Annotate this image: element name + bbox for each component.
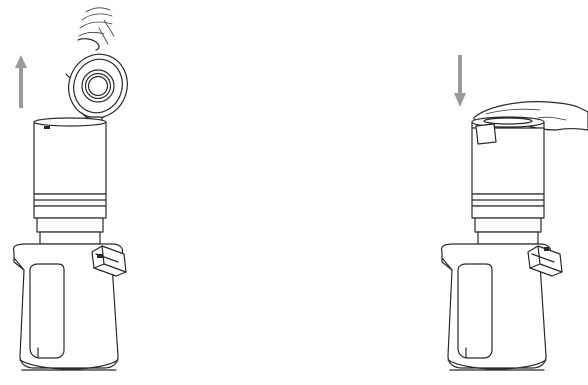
container-body-left — [33, 117, 107, 245]
container-body-right — [471, 123, 545, 245]
base-latch-left — [91, 245, 127, 277]
panel-close-lid — [440, 55, 588, 371]
base-latch-right — [527, 245, 563, 277]
panel-open-lid — [12, 7, 128, 371]
hand-lifting-icon — [77, 7, 115, 51]
up-arrow-icon — [15, 55, 27, 108]
lid-opened — [65, 53, 128, 121]
down-arrow-icon — [454, 55, 466, 107]
